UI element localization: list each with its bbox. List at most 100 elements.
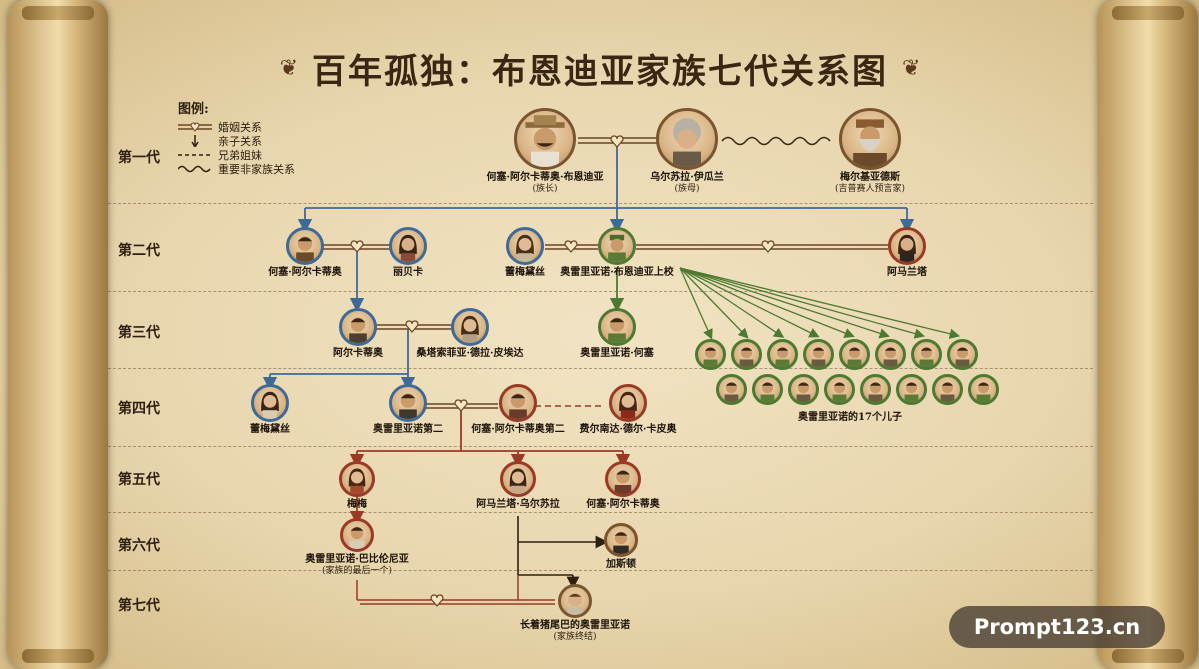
legend: 图例: 婚姻关系 亲子关系 兄弟姐妹 重要非家族关系 <box>178 98 295 176</box>
man-portrait-icon <box>955 347 970 367</box>
person-gaston[interactable]: 加斯顿 <box>596 523 646 571</box>
man-portrait-icon <box>775 347 790 367</box>
right-scroll-roller <box>1098 0 1198 669</box>
generation-label: 第七代 <box>118 598 160 614</box>
person-jose-arcadio-segundo[interactable]: 何塞·阿尔卡蒂奥第二 <box>463 384 573 436</box>
person-name: 蕾梅黛丝 <box>505 267 545 278</box>
son-avatar[interactable] <box>788 374 819 405</box>
generation-divider <box>108 203 1093 204</box>
son-avatar[interactable] <box>803 339 834 370</box>
generation-label: 第一代 <box>118 150 160 166</box>
person-name: 奥雷里亚诺第二 <box>373 424 443 435</box>
son-avatar[interactable] <box>896 374 927 405</box>
portrait-avatar <box>598 227 636 265</box>
son-avatar[interactable] <box>860 374 891 405</box>
person-ursula[interactable]: 乌尔苏拉·伊瓜兰 (族母) <box>632 108 742 195</box>
person-name: 何塞·阿尔卡蒂奥 <box>268 267 342 278</box>
left-scroll-roller <box>8 0 108 669</box>
non-family-line <box>721 136 831 146</box>
person-arcadio[interactable]: 阿尔卡蒂奥 <box>328 308 388 360</box>
son-avatar[interactable] <box>716 374 747 405</box>
son-avatar[interactable] <box>767 339 798 370</box>
man-portrait-icon <box>399 393 417 419</box>
portrait-avatar <box>558 584 592 618</box>
generation-divider <box>108 570 1093 571</box>
page-title: 百年孤独：布恩迪亚家族七代关系图 <box>312 51 888 92</box>
legend-heading: 图例: <box>178 102 209 117</box>
legend-item-parent-child: 亲子关系 <box>178 134 295 148</box>
person-pig-tail-aureliano[interactable]: 长着猪尾巴的奥雷里亚诺 (家族终结) <box>500 584 650 643</box>
person-name: 梅尔基亚德斯 <box>840 172 900 183</box>
son-avatar[interactable] <box>839 339 870 370</box>
son-avatar[interactable] <box>947 339 978 370</box>
man-portrait-icon <box>847 347 862 367</box>
title-banner: ❦ 百年孤独：布恩迪亚家族七代关系图 ❦ <box>270 42 930 94</box>
man-portrait-icon <box>796 382 811 402</box>
legend-label: 兄弟姐妹 <box>218 149 262 162</box>
person-colonel-aureliano[interactable]: 奥雷里亚诺·布恩迪亚上校 <box>552 227 682 279</box>
person-remedios[interactable]: 蕾梅黛丝 <box>495 227 555 279</box>
person-aureliano-jose[interactable]: 奥雷里亚诺·何塞 <box>567 308 667 360</box>
son-avatar[interactable] <box>752 374 783 405</box>
portrait-avatar <box>500 461 536 497</box>
person-fernanda[interactable]: 费尔南达·德尔·卡皮奥 <box>573 384 683 436</box>
portrait-avatar <box>605 461 641 497</box>
woman-portrait-icon <box>516 234 534 262</box>
legend-label: 婚姻关系 <box>218 121 262 134</box>
son-avatar[interactable] <box>875 339 906 370</box>
man-portrait-icon <box>739 347 754 367</box>
portrait-avatar <box>604 523 638 557</box>
woman-portrait-icon <box>619 391 637 419</box>
soldier-portrait-icon <box>608 234 626 262</box>
person-amaranta[interactable]: 阿马兰塔 <box>877 227 937 279</box>
left-flourish-icon: ❦ <box>279 55 298 81</box>
man-portrait-icon <box>724 382 739 402</box>
generation-label: 第三代 <box>118 325 160 341</box>
person-name: 长着猪尾巴的奥雷里亚诺 <box>520 620 630 631</box>
man-portrait-icon <box>296 236 314 262</box>
heart-icons <box>350 135 775 607</box>
son-avatar[interactable] <box>824 374 855 405</box>
person-jose-arcadio-gen5[interactable]: 何塞·阿尔卡蒂奥 <box>578 461 668 511</box>
man-portrait-icon <box>349 317 367 343</box>
son-avatar[interactable] <box>968 374 999 405</box>
person-aureliano-segundo[interactable]: 奥雷里亚诺第二 <box>363 384 453 436</box>
person-jose-arcadio[interactable]: 何塞·阿尔卡蒂奥 <box>255 227 355 279</box>
person-name: 费尔南达·德尔·卡皮奥 <box>579 424 677 435</box>
person-name: 奥雷里亚诺·巴比伦尼亚 <box>305 554 409 565</box>
person-melquiades[interactable]: 梅尔基亚德斯 (吉普赛人预言家) <box>815 108 925 195</box>
woman-portrait-icon <box>261 391 279 419</box>
man-portrait-icon <box>349 526 365 549</box>
person-meme[interactable]: 梅梅 <box>327 461 387 511</box>
person-remedios-the-beauty[interactable]: 蕾梅黛丝 <box>240 384 300 436</box>
woman-portrait-icon <box>399 234 417 262</box>
person-name: 何塞·阿尔卡蒂奥·布恩迪亚 <box>486 172 604 183</box>
person-jose-arcadio-buendia[interactable]: 何塞·阿尔卡蒂奥·布恩迪亚 (族长) <box>470 108 620 195</box>
man-portrait-icon <box>608 317 626 343</box>
person-name: 加斯顿 <box>606 559 636 570</box>
person-name: 阿尔卡蒂奥 <box>333 348 383 359</box>
son-avatar[interactable] <box>932 374 963 405</box>
person-name: 何塞·阿尔卡蒂奥第二 <box>471 424 565 435</box>
woman-portrait-icon <box>461 315 479 343</box>
person-name: 桑塔索菲亚·德拉·皮埃达 <box>416 348 524 359</box>
watermark-badge: Prompt123.cn <box>949 606 1165 648</box>
person-rebeca[interactable]: 丽贝卡 <box>378 227 438 279</box>
person-name: 蕾梅黛丝 <box>250 424 290 435</box>
son-avatar[interactable] <box>695 339 726 370</box>
son-avatar[interactable] <box>911 339 942 370</box>
son-avatar[interactable] <box>731 339 762 370</box>
woman-portrait-icon <box>509 468 527 494</box>
legend-label: 亲子关系 <box>218 135 262 148</box>
generation-divider <box>108 291 1093 292</box>
person-name: 梅梅 <box>347 499 367 510</box>
person-aureliano-babilonia[interactable]: 奥雷里亚诺·巴比伦尼亚 (家族的最后一个) <box>292 518 422 577</box>
generation-divider <box>108 368 1093 369</box>
baby-portrait-icon <box>567 592 583 615</box>
person-amaranta-ursula[interactable]: 阿马兰塔·乌尔苏拉 <box>468 461 568 511</box>
legend-label: 重要非家族关系 <box>218 163 295 176</box>
person-name: 阿马兰塔·乌尔苏拉 <box>476 499 560 510</box>
parent-child-line <box>262 329 416 392</box>
legend-item-marriage: 婚姻关系 <box>178 120 295 134</box>
person-santa-sofia[interactable]: 桑塔索菲亚·德拉·皮埃达 <box>400 308 540 360</box>
